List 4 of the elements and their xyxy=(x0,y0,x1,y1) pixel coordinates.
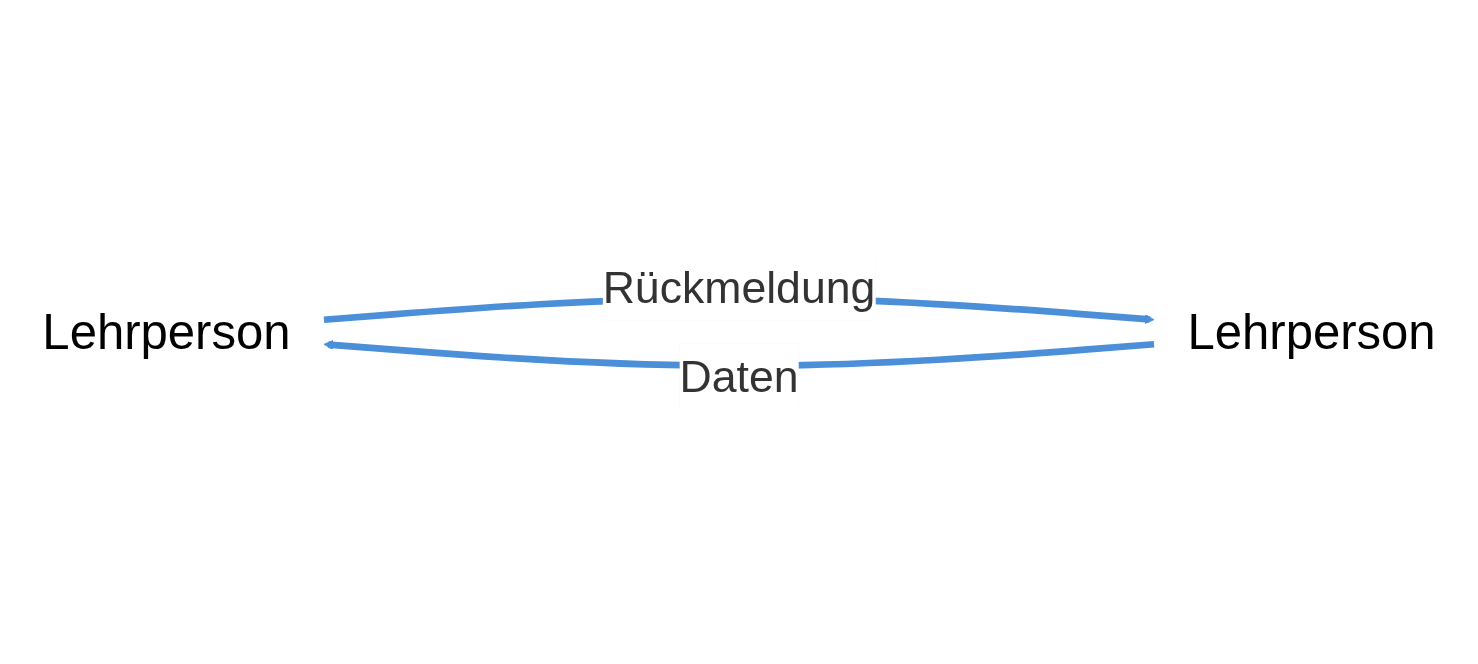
node-text: Lehrperson xyxy=(1187,304,1436,359)
node-text: Lehrperson xyxy=(42,304,291,359)
edge-label: Rückmeldung xyxy=(602,262,876,312)
edge-label: Daten xyxy=(679,352,799,402)
